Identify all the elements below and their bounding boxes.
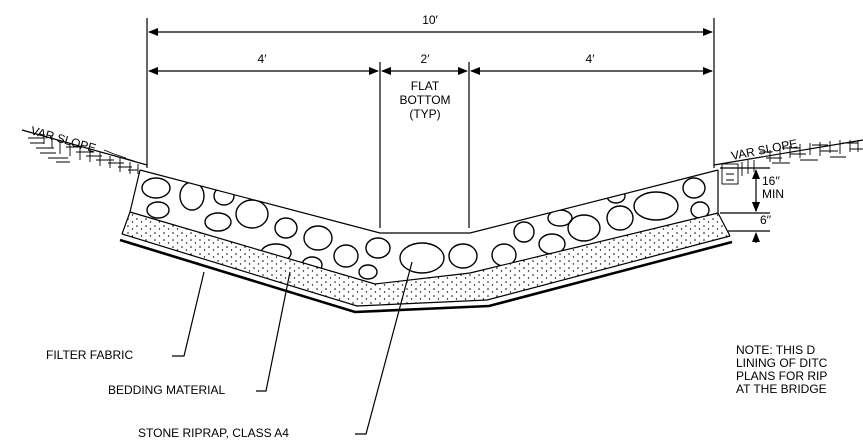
overall-dimension-label: 10′ — [422, 13, 438, 27]
note-line-4: AT THE BRIDGE — [736, 382, 827, 396]
bedding-material-label: BEDDING MATERIAL — [108, 383, 225, 397]
note-block: NOTE: THIS D LINING OF DITC PLANS FOR RI… — [736, 343, 828, 396]
stone-riprap-callout: STONE RIPRAP, CLASS A4 — [138, 261, 413, 440]
left-ground-hatch — [21, 129, 148, 174]
note-line-2: LINING OF DITC — [736, 356, 828, 370]
bedding-material-callout: BEDDING MATERIAL — [108, 271, 291, 397]
filter-fabric-line — [119, 238, 733, 314]
ditch-section — [119, 169, 733, 314]
riprap-depth-label: 16′′ — [762, 174, 781, 188]
left-slope-label: VAR SLOPE — [29, 123, 97, 155]
bedding-material-layer — [122, 212, 730, 306]
sub-dimensions: 4′ 2′ 4′ — [148, 52, 713, 75]
flat-bottom-line-3: (TYP) — [409, 107, 440, 121]
right-slope-label: VAR SLOPE — [730, 136, 799, 163]
bedding-depth-label: 6′′ — [760, 213, 772, 227]
bottom-dimension-label: 2′ — [421, 52, 431, 66]
overall-dimension: 10′ — [148, 13, 713, 36]
depth-dimensions: 16′′ MIN 6′′ — [720, 167, 784, 243]
riprap-depth-qualifier: MIN — [762, 187, 784, 201]
filter-fabric-label: FILTER FABRIC — [46, 348, 133, 362]
right-side-dimension-label: 4′ — [586, 52, 596, 66]
flat-bottom-callout: FLAT BOTTOM (TYP) — [399, 79, 450, 121]
note-line-3: PLANS FOR RIP — [736, 369, 827, 383]
flat-bottom-line-1: FLAT — [411, 79, 440, 93]
note-line-1: NOTE: THIS D — [736, 343, 815, 357]
flat-bottom-line-2: BOTTOM — [399, 93, 450, 107]
left-side-dimension-label: 4′ — [258, 52, 268, 66]
filter-fabric-callout: FILTER FABRIC — [46, 271, 205, 362]
extension-lines — [146, 18, 715, 228]
stone-riprap-label: STONE RIPRAP, CLASS A4 — [138, 426, 289, 440]
